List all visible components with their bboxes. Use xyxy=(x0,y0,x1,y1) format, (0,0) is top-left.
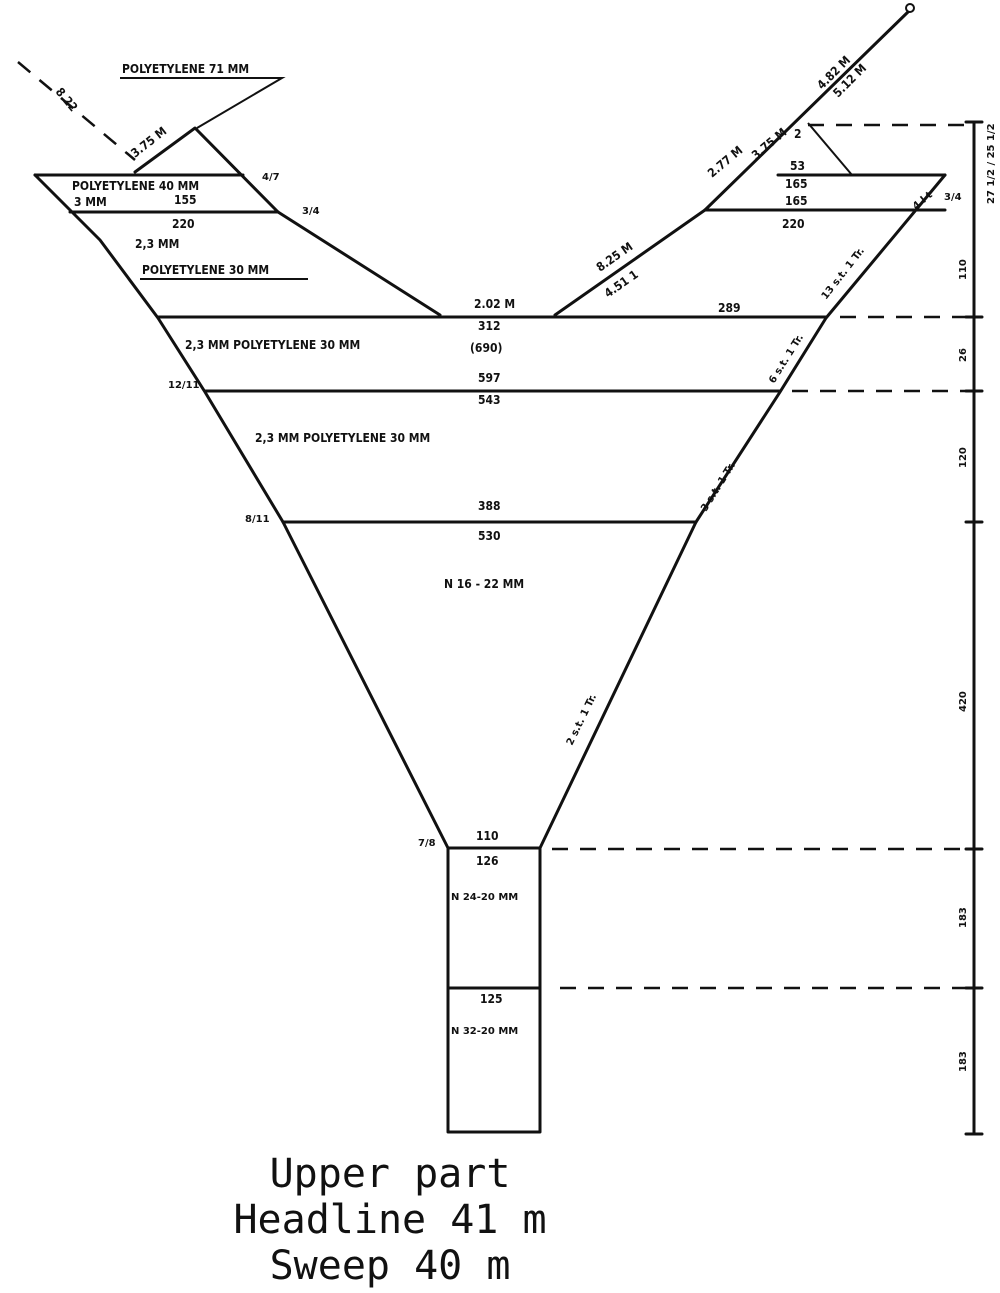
mesh-690-label: (690) xyxy=(470,341,502,355)
caption-line-1: Upper part xyxy=(269,1151,511,1197)
cut-8-11-label: 8/11 xyxy=(245,514,270,525)
dimension-183b-label: 183 xyxy=(958,1051,969,1072)
polyethylene-71-pointer xyxy=(120,77,286,129)
left-bridle-line xyxy=(17,61,136,161)
twine-3mm-label: 3 MM xyxy=(74,195,107,209)
net-body-left-edge xyxy=(33,173,450,850)
section-3-label: 2,3 MM POLYETYLENE 30 MM xyxy=(255,431,430,445)
cut-3-4-right-label: 3/4 xyxy=(944,192,962,203)
mesh-530-label: 530 xyxy=(478,529,501,543)
net-body-right-edge xyxy=(538,173,947,850)
mesh-597-label: 597 xyxy=(478,371,501,385)
right-165a-label: 165 xyxy=(785,177,808,191)
right-53-label: 53 xyxy=(790,159,805,173)
cut-12-11-label: 12/11 xyxy=(168,380,200,391)
edge-3-label: 3 s.t. 1 Tr. xyxy=(699,461,738,514)
right-2-label: 2 xyxy=(794,127,802,141)
right-451-label: 4.51 1 xyxy=(602,267,641,300)
cut-7-8-label: 7/8 xyxy=(418,838,436,849)
codend-lower xyxy=(446,986,542,1134)
float-icon xyxy=(905,3,915,13)
right-wing-upper-edge xyxy=(553,208,707,317)
trawl-net-diagram: 8.22 3.75 M POLYETYLENE 71 MM POLYETYLEN… xyxy=(17,3,997,1136)
right-wing-tip xyxy=(807,122,853,176)
cut-3-4-left-label: 3/4 xyxy=(302,206,320,217)
right-165b-label: 165 xyxy=(785,194,808,208)
wing-tip-length-label: 3.75 M xyxy=(128,124,169,160)
dimension-top-label: 27 1/2 / 25 1/2 xyxy=(986,123,997,204)
headline-202-label: 2.02 M xyxy=(474,297,515,311)
left-wing-tip xyxy=(133,126,280,214)
dimension-110-label: 110 xyxy=(958,259,969,280)
right-headline-rope xyxy=(703,8,912,212)
cut-4-7-label: 4/7 xyxy=(262,172,280,183)
mesh-155-label: 155 xyxy=(174,193,197,207)
right-220-label: 220 xyxy=(782,217,805,231)
codend-upper xyxy=(446,846,542,990)
mesh-220-left-label: 220 xyxy=(172,217,195,231)
edge-13-label: 13 s.t. 1 Tr. xyxy=(820,246,867,302)
dimension-420-label: 420 xyxy=(958,691,969,712)
polyethylene-71-label: POLYETYLENE 71 MM xyxy=(122,62,249,76)
caption-line-3: Sweep 40 m xyxy=(269,1243,511,1289)
section-2-label: 2,3 MM POLYETYLENE 30 MM xyxy=(185,338,360,352)
bridle-length-label: 8.22 xyxy=(53,85,81,114)
mesh-388-label: 388 xyxy=(478,499,501,513)
dimension-183a-label: 183 xyxy=(958,907,969,928)
dimension-26-label: 26 xyxy=(958,348,969,362)
polyethylene-30-wing-label: POLYETYLENE 30 MM xyxy=(142,263,269,277)
left-wing-diagonal xyxy=(276,210,442,317)
edge-2-label: 2 s.t. 1 Tr. xyxy=(565,692,599,747)
mesh-312-label: 312 xyxy=(478,319,501,333)
section-6-label: N 32-20 MM xyxy=(451,1026,518,1037)
polyethylene-40-label: POLYETYLENE 40 MM xyxy=(72,179,199,193)
right-375-label: 3.75 M xyxy=(749,125,790,162)
twine-23mm-label: 2,3 MM xyxy=(135,237,179,251)
mesh-289-label: 289 xyxy=(718,301,741,315)
mesh-543-label: 543 xyxy=(478,393,501,407)
mesh-125-label: 125 xyxy=(480,992,503,1006)
section-5-label: N 24-20 MM xyxy=(451,892,518,903)
dimension-120-label: 120 xyxy=(958,447,969,468)
mesh-126-label: 126 xyxy=(476,854,499,868)
section-4-label: N 16 - 22 MM xyxy=(444,577,524,591)
caption-line-2: Headline 41 m xyxy=(233,1197,547,1243)
mesh-110-label: 110 xyxy=(476,829,499,843)
